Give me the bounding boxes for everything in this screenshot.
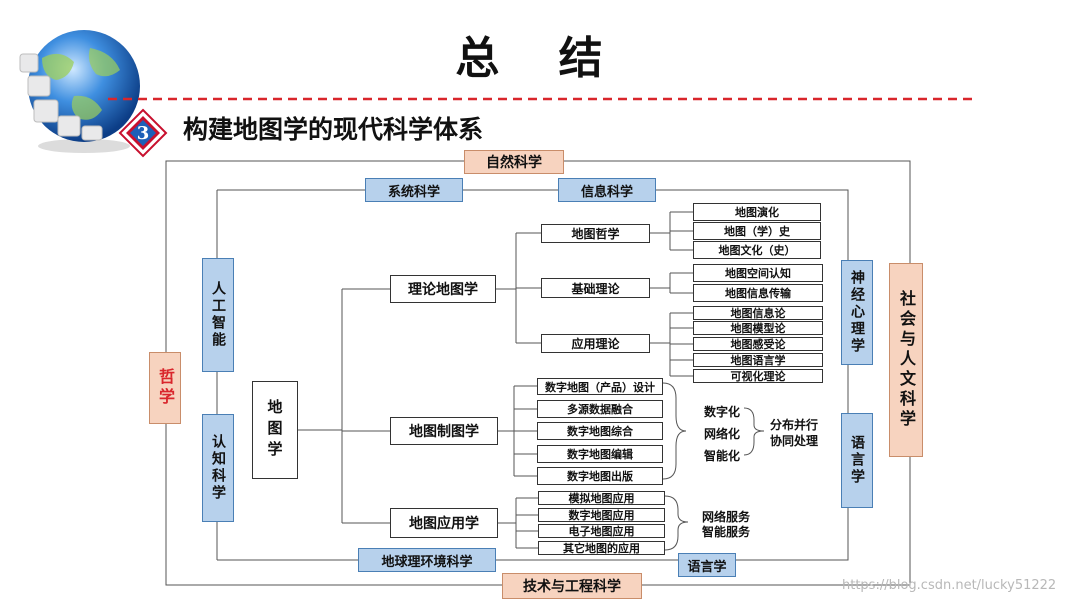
item-map-generalization: 数字地图综合 (537, 422, 663, 440)
result-distributed-parallel: 分布并行 (770, 418, 819, 432)
label-cognitive-science: 认知科学 (202, 414, 234, 522)
service-intelligent: 智能服务 (702, 525, 751, 539)
label-natural-science: 自然科学 (464, 150, 564, 174)
trait-intelligence: 智能化 (704, 449, 741, 463)
label-artificial-intelligence: 人工智能 (202, 258, 234, 372)
label-earth-environment-science: 地球理环境科学 (358, 548, 496, 572)
label-information-science: 信息科学 (558, 178, 656, 202)
leaf-perception-theory: 地图感受论 (693, 337, 823, 351)
globe-puzzle-logo (19, 30, 140, 153)
label-neuropsychology: 神经心理学 (841, 260, 873, 365)
leaf-map-culture: 地图文化（史） (693, 241, 821, 259)
item-map-editing: 数字地图编辑 (537, 445, 663, 463)
label-philosophy: 哲学 (149, 352, 181, 424)
trait-networking: 网络化 (704, 427, 741, 441)
leaf-map-history: 地图（学）史 (693, 222, 821, 240)
node-map-application: 地图应用学 (390, 508, 498, 538)
red-dashed-divider (108, 97, 976, 101)
leaf-map-evolution: 地图演化 (693, 203, 821, 221)
node-map-philosophy: 地图哲学 (541, 224, 650, 243)
leaf-visualization-theory: 可视化理论 (693, 369, 823, 383)
leaf-information-transmission: 地图信息传输 (693, 284, 823, 302)
leaf-information-theory: 地图信息论 (693, 306, 823, 320)
watermark-url: https://blog.csdn.net/lucky51222 (842, 578, 1057, 593)
app-electronic-map: 电子地图应用 (538, 524, 665, 538)
label-linguistics-right: 语言学 (841, 413, 873, 508)
app-digital-map: 数字地图应用 (538, 508, 665, 522)
service-network: 网络服务 (702, 510, 751, 524)
node-applied-theory: 应用理论 (541, 334, 650, 353)
leaf-map-linguistics: 地图语言学 (693, 353, 823, 367)
item-map-publishing: 数字地图出版 (537, 467, 663, 485)
label-linguistics-bottom: 语言学 (678, 553, 736, 577)
item-map-design: 数字地图（产品）设计 (537, 378, 663, 395)
trait-digitization: 数字化 (704, 405, 741, 419)
app-other-maps: 其它地图的应用 (538, 541, 665, 555)
node-cartography-root: 地图学 (252, 381, 298, 479)
leaf-spatial-cognition: 地图空间认知 (693, 264, 823, 282)
section-diamond-icon (118, 108, 168, 158)
label-systems-science: 系统科学 (365, 178, 463, 202)
slide-title: 总 结 (455, 33, 625, 84)
label-engineering-science: 技术与工程科学 (502, 573, 642, 599)
node-theoretical-cartography: 理论地图学 (390, 275, 496, 303)
slide-subtitle: 构建地图学的现代科学体系 (183, 115, 484, 144)
node-map-making: 地图制图学 (390, 417, 498, 445)
leaf-model-theory: 地图模型论 (693, 321, 823, 335)
app-analog-map: 模拟地图应用 (538, 491, 665, 505)
section-number: 3 (136, 122, 150, 144)
node-basic-theory: 基础理论 (541, 278, 650, 298)
label-social-humanities: 社会与人文科学 (889, 263, 923, 457)
result-collaborative-processing: 协同处理 (770, 434, 819, 448)
item-multisource-fusion: 多源数据融合 (537, 400, 663, 418)
